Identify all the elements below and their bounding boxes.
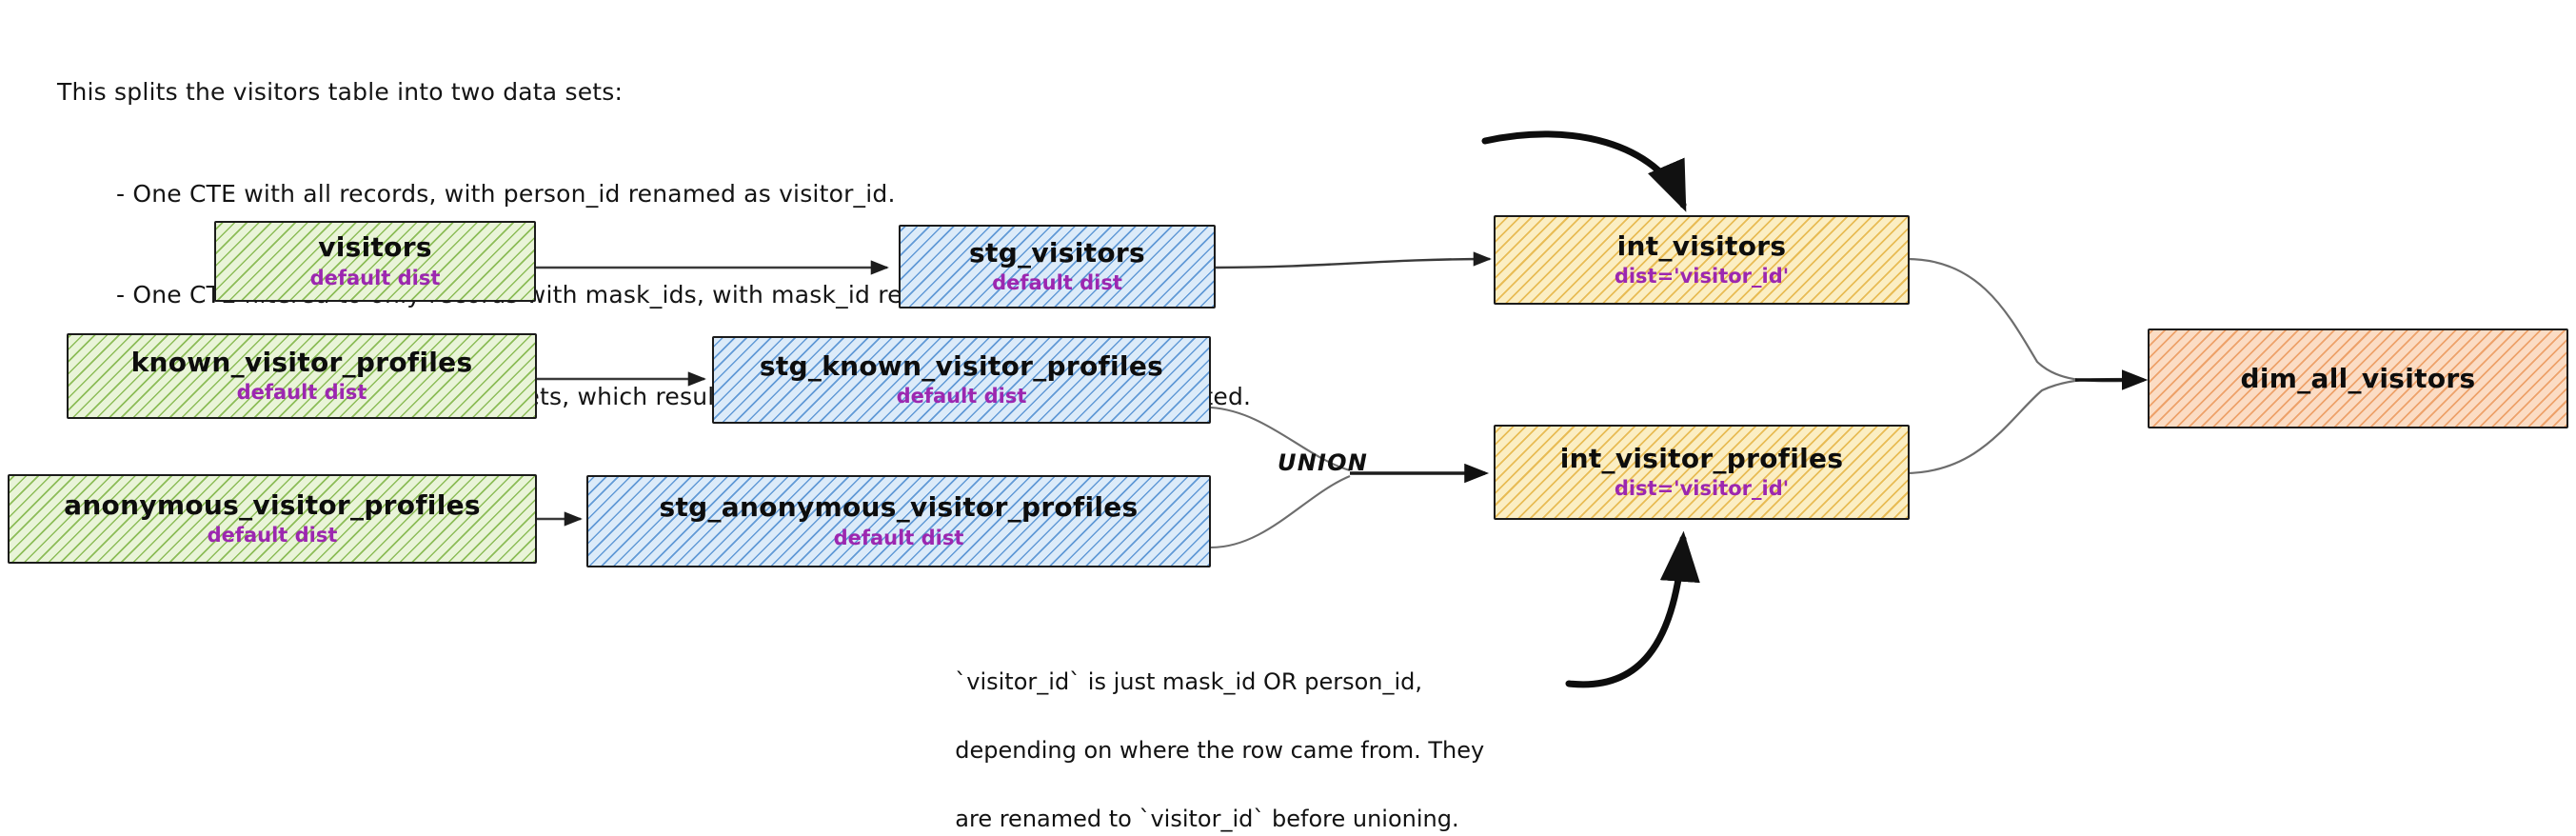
node-known-visitor-profiles-subtitle: default dist (236, 381, 367, 405)
node-stg-known-visitor-profiles[interactable]: stg_known_visitor_profiles default dist (712, 336, 1211, 424)
node-known-visitor-profiles-title: known_visitor_profiles (130, 346, 473, 378)
node-int-visitors-title: int_visitors (1616, 229, 1787, 262)
callout-visitor-id-explanation: `visitor_id` is just mask_id OR person_i… (941, 630, 1484, 836)
node-anonymous-visitor-profiles[interactable]: anonymous_visitor_profiles default dist (8, 474, 537, 564)
callout-line-3: are renamed to `visitor_id` before union… (955, 806, 1459, 832)
node-anonymous-visitor-profiles-title: anonymous_visitor_profiles (64, 488, 481, 521)
node-anonymous-visitor-profiles-subtitle: default dist (207, 524, 338, 547)
edge-int-visitor-profiles-to-dim (1903, 377, 2143, 475)
node-int-visitor-profiles-subtitle: dist='visitor_id' (1614, 477, 1790, 501)
node-int-visitor-profiles-title: int_visitor_profiles (1559, 442, 1844, 474)
callout-line-1: `visitor_id` is just mask_id OR person_i… (955, 668, 1423, 695)
edge-stg-anonymous-to-union (1210, 475, 1351, 549)
node-dim-all-visitors[interactable]: dim_all_visitors (2148, 328, 2568, 428)
annotation-arrow-to-int-visitor-profiles (1565, 530, 1700, 688)
node-stg-anonymous-visitor-profiles[interactable]: stg_anonymous_visitor_profiles default d… (586, 475, 1211, 567)
node-stg-visitors-title: stg_visitors (969, 236, 1145, 269)
node-visitors-title: visitors (318, 231, 432, 264)
node-visitors-subtitle: default dist (309, 266, 441, 289)
node-int-visitor-profiles[interactable]: int_visitor_profiles dist='visitor_id' (1494, 425, 1910, 520)
edge-int-visitors-to-dim (1906, 257, 2143, 383)
node-stg-anonymous-visitor-profiles-title: stg_anonymous_visitor_profiles (659, 491, 1139, 524)
node-stg-visitors[interactable]: stg_visitors default dist (899, 225, 1216, 309)
node-stg-known-visitor-profiles-subtitle: default dist (896, 385, 1027, 408)
edge-label-union: UNION (1278, 449, 1368, 476)
node-stg-known-visitor-profiles-title: stg_known_visitor_profiles (759, 349, 1164, 382)
note-line-2: - One CTE with all records, with person_… (116, 179, 896, 208)
node-known-visitor-profiles[interactable]: known_visitor_profiles default dist (67, 333, 537, 419)
callout-line-2: depending on where the row came from. Th… (955, 737, 1485, 764)
node-stg-anonymous-visitor-profiles-subtitle: default dist (833, 526, 964, 549)
node-stg-visitors-subtitle: default dist (992, 271, 1122, 295)
node-visitors[interactable]: visitors default dist (214, 221, 536, 302)
note-line-1: This splits the visitors table into two … (57, 78, 624, 106)
node-int-visitors[interactable]: int_visitors dist='visitor_id' (1494, 215, 1910, 305)
node-dim-all-visitors-title: dim_all_visitors (2240, 362, 2476, 394)
node-int-visitors-subtitle: dist='visitor_id' (1614, 265, 1790, 289)
